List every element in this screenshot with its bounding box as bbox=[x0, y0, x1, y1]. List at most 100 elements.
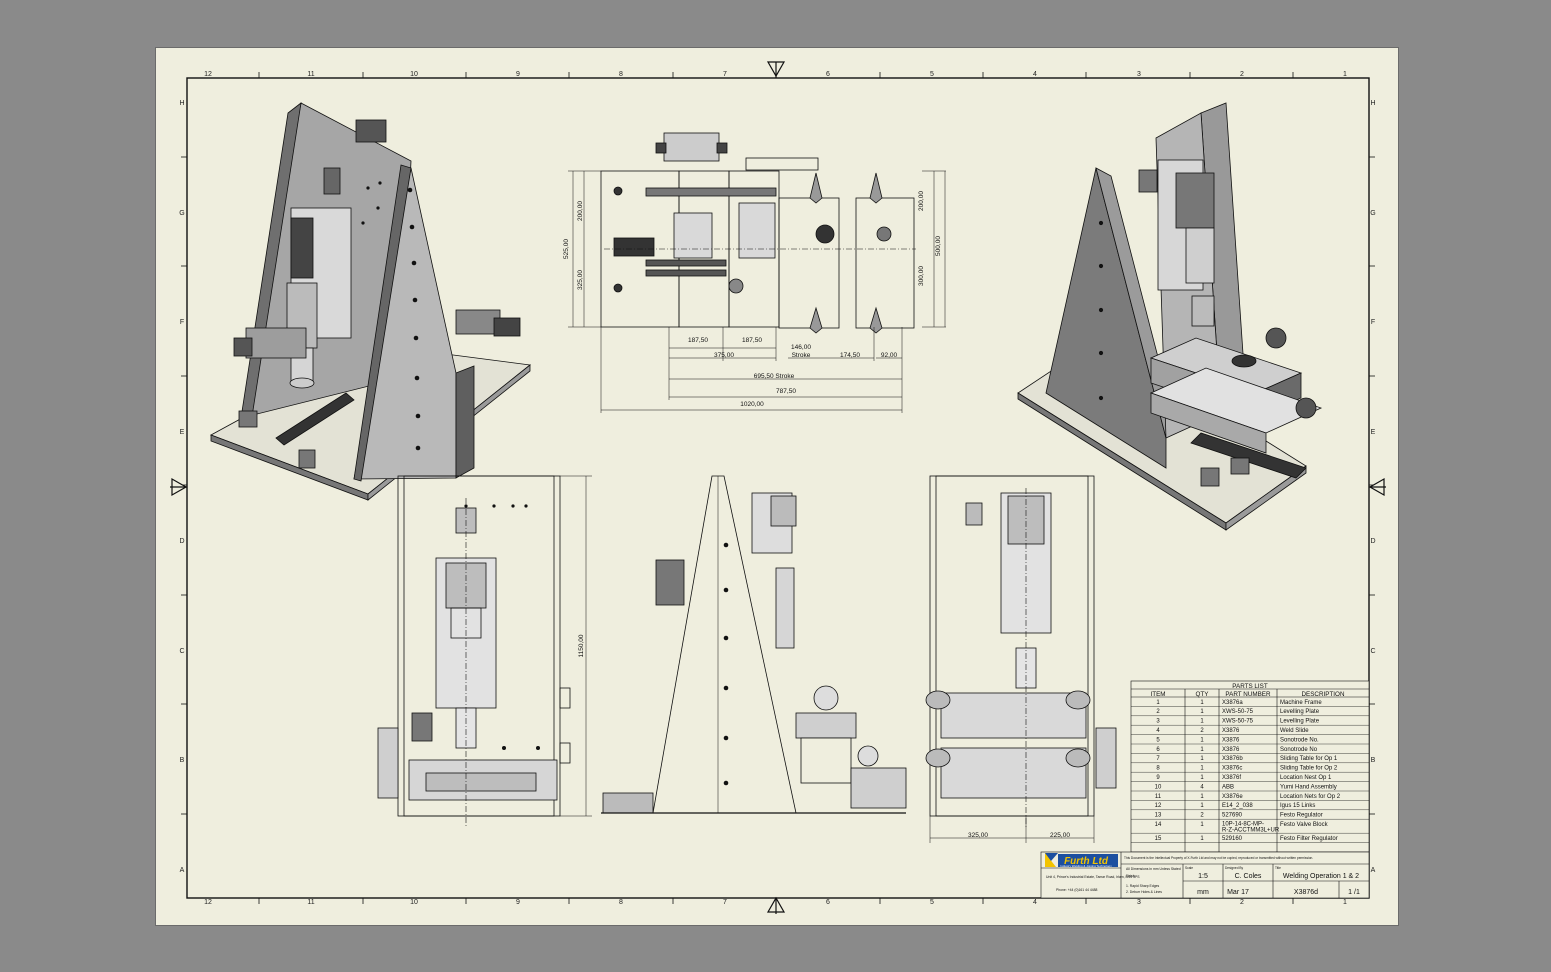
parts-cell: 2 bbox=[1156, 709, 1160, 715]
parts-cell: 6 bbox=[1156, 747, 1160, 753]
parts-cell: 11 bbox=[1155, 794, 1162, 800]
parts-cell: X3876c bbox=[1222, 766, 1242, 772]
dim-225-right-view: 225,00 bbox=[1050, 832, 1070, 839]
zone-col-7-bottom: 7 bbox=[723, 899, 727, 906]
parts-cell: Sonotrode No. bbox=[1280, 737, 1319, 743]
parts-cell: 527690 bbox=[1222, 813, 1243, 819]
dim-200-left: 200,00 bbox=[577, 201, 584, 221]
parts-list-row: 8 1 X3876c Sliding Table for Op 2 bbox=[1131, 766, 1369, 773]
parts-cell: 8 bbox=[1156, 766, 1160, 772]
dim-92: 92,00 bbox=[881, 352, 898, 359]
drawing-date: Mar 17 bbox=[1227, 889, 1249, 896]
drawing-sheet: 12 11 10 9 8 7 6 5 4 3 2 1 12 11 10 9 8 … bbox=[155, 47, 1399, 926]
parts-cell: 15 bbox=[1155, 836, 1162, 842]
parts-cell: Weld Slide bbox=[1280, 728, 1309, 734]
zone-col-5-bottom: 5 bbox=[930, 899, 934, 906]
dim-787: 787,50 bbox=[776, 388, 796, 395]
parts-cell: Machine Frame bbox=[1280, 700, 1322, 706]
zone-row-g: G bbox=[179, 210, 184, 217]
parts-header-qty: QTY bbox=[1196, 691, 1210, 698]
zone-col-10-bottom: 10 bbox=[410, 899, 418, 906]
zone-col-6: 6 bbox=[826, 71, 830, 78]
dim-325-right-view: 325,00 bbox=[968, 832, 988, 839]
zone-row-f: F bbox=[180, 319, 184, 326]
drawing-number: X3876d bbox=[1294, 889, 1318, 896]
parts-cell: Sliding Table for Op 1 bbox=[1280, 756, 1338, 762]
zone-col-2: 2 bbox=[1240, 71, 1244, 78]
parts-cell: Location Nest Op 1 bbox=[1280, 775, 1332, 781]
parts-cell: 1 bbox=[1200, 766, 1204, 772]
zone-col-8: 8 bbox=[619, 71, 623, 78]
parts-cell: 1 bbox=[1200, 822, 1204, 828]
zone-col-7: 7 bbox=[723, 71, 727, 78]
parts-cell: 1 bbox=[1156, 700, 1160, 706]
zone-row-c: C bbox=[179, 648, 184, 655]
top-view bbox=[600, 132, 916, 334]
right-end-view bbox=[925, 475, 1117, 843]
parts-cell: 7 bbox=[1156, 756, 1160, 762]
parts-list bbox=[1130, 680, 1370, 853]
company-name: Furth Ltd bbox=[1064, 856, 1109, 867]
copyright-notice: This Document is the Intellectual Proper… bbox=[1124, 856, 1313, 860]
finish-note-1: 1. Rapid Sharp Edges bbox=[1126, 884, 1159, 888]
dim-1020: 1020,00 bbox=[740, 401, 764, 408]
parts-cell: 3 bbox=[1156, 719, 1160, 725]
zone-col-9: 9 bbox=[516, 71, 520, 78]
title-label: Title bbox=[1275, 866, 1281, 870]
parts-cell: 1 bbox=[1200, 719, 1204, 725]
zone-row-b: B bbox=[180, 757, 185, 764]
zone-row-a-right: A bbox=[1371, 867, 1376, 874]
parts-cell: 1 bbox=[1200, 737, 1204, 743]
isometric-view-right bbox=[1017, 102, 1323, 531]
zone-col-2-bottom: 2 bbox=[1240, 899, 1244, 906]
parts-cell: 10P-14-8C-MP- bbox=[1222, 822, 1264, 828]
zone-col-6-bottom: 6 bbox=[826, 899, 830, 906]
finish-note-2: 2. Deburr Holes & Lines bbox=[1126, 890, 1162, 894]
dim-200-right: 200,00 bbox=[918, 191, 925, 211]
dim-146-stroke: Stroke bbox=[792, 352, 811, 359]
designed-by: C. Coles bbox=[1235, 873, 1262, 880]
parts-cell: 9 bbox=[1156, 775, 1160, 781]
parts-cell: X3876a bbox=[1222, 700, 1243, 706]
zone-col-10: 10 bbox=[410, 71, 418, 78]
parts-cell: 4 bbox=[1156, 728, 1160, 734]
dim-325-left: 325,00 bbox=[577, 270, 584, 290]
parts-cell: Location Nets for Op 2 bbox=[1280, 794, 1341, 800]
dim-1150: 1150,00 bbox=[578, 634, 585, 657]
parts-list-title: PARTS LIST bbox=[1232, 683, 1268, 690]
zone-col-12: 12 bbox=[204, 71, 212, 78]
top-view-dimensions bbox=[568, 170, 946, 413]
dim-525-left: 525,00 bbox=[563, 239, 570, 259]
dim-500-right: 500,00 bbox=[935, 236, 942, 256]
parts-cell: 10 bbox=[1155, 784, 1162, 790]
parts-cell: E14_2_038 bbox=[1222, 803, 1253, 809]
zone-row-f-right: F bbox=[1371, 319, 1375, 326]
side-view bbox=[601, 475, 907, 814]
parts-cell: 14 bbox=[1155, 822, 1162, 828]
units-note: All Dimensions in mm Unless Stated bbox=[1126, 867, 1181, 871]
zone-row-h-right: H bbox=[1370, 100, 1375, 107]
zone-col-11-bottom: 11 bbox=[307, 899, 314, 906]
parts-cell: Igus 15 Links bbox=[1280, 803, 1315, 809]
front-view bbox=[377, 475, 592, 828]
zone-row-e: E bbox=[180, 429, 185, 436]
parts-cell: X3876 bbox=[1222, 747, 1240, 753]
zone-col-11: 11 bbox=[307, 71, 314, 78]
parts-cell: ABB bbox=[1222, 784, 1234, 790]
parts-cell: Sliding Table for Op 2 bbox=[1280, 766, 1338, 772]
dim-174: 174,50 bbox=[840, 352, 860, 359]
zone-col-1-bottom: 1 bbox=[1343, 899, 1347, 906]
company-tagline: Industry Welding & Joining Technology bbox=[1060, 864, 1112, 868]
parts-cell: 2 bbox=[1200, 728, 1204, 734]
zone-row-d-right: D bbox=[1370, 538, 1375, 545]
zone-row-a: A bbox=[180, 867, 185, 874]
zone-col-3-bottom: 3 bbox=[1137, 899, 1141, 906]
zone-columns: 12 11 10 9 8 7 6 5 4 3 2 1 12 11 10 9 8 … bbox=[204, 71, 1347, 906]
